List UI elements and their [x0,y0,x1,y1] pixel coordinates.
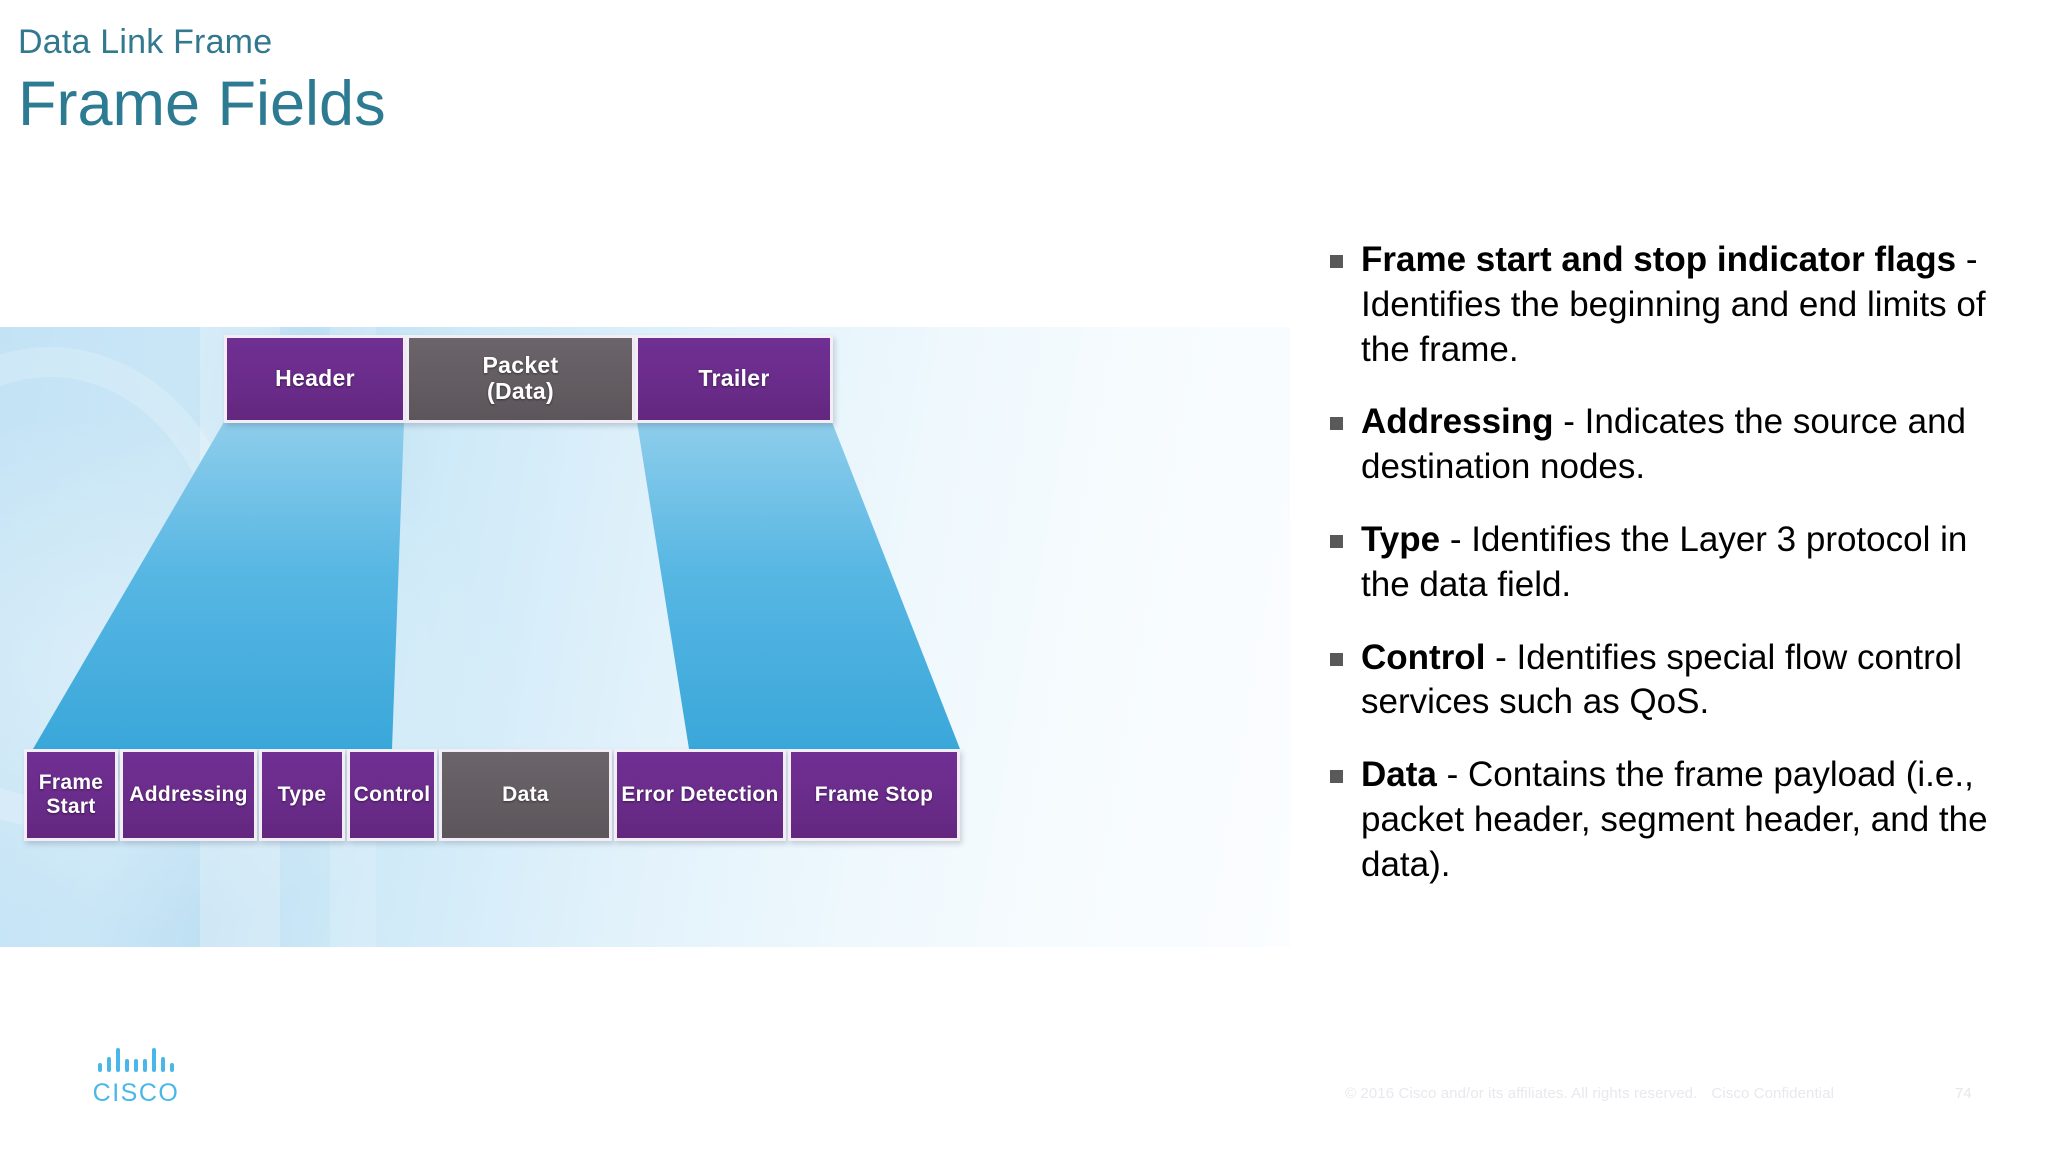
bottom-box-error-detection-label: Error Detection [621,783,779,807]
bullet-square-icon [1330,770,1343,784]
list-item-lead: Addressing [1361,402,1554,442]
list-item-rest: - Identifies the Layer 3 protocol in the… [1361,519,1968,604]
footer-copyright-text: © 2016 Cisco and/or its affiliates. All … [1345,1085,1698,1102]
bottom-box-control[interactable]: Control [347,749,437,841]
eyebrow-title: Data Link Frame [18,23,273,61]
bottom-box-addressing[interactable]: Addressing [120,749,257,841]
slide-header: Data Link Frame Frame Fields [18,23,1218,140]
list-item-text: Addressing - Indicates the source and de… [1361,400,2020,490]
connector-left [33,422,404,749]
bullet-square-icon [1330,534,1343,548]
list-item-lead: Data [1361,755,1437,795]
footer-confidential-text: Cisco Confidential [1711,1085,1835,1102]
top-box-trailer-label: Trailer [698,365,770,392]
bottom-box-frame-start[interactable]: Frame Start [24,749,118,841]
list-item: Type - Identifies the Layer 3 protocol i… [1330,518,2020,608]
cisco-wordmark: CISCO [92,1079,180,1107]
list-item-lead: Control [1361,637,1486,677]
list-item: Control - Identifies special flow contro… [1330,636,2020,726]
bottom-box-type-label: Type [277,783,327,807]
top-box-header[interactable]: Header [224,335,406,423]
bottom-box-data-label: Data [502,783,549,807]
bottom-box-control-label: Control [353,783,431,807]
top-box-trailer[interactable]: Trailer [635,335,833,423]
top-box-packet-data-label: Packet (Data) [482,352,559,405]
connector-right [637,422,960,749]
list-item-text: Type - Identifies the Layer 3 protocol i… [1361,518,2020,608]
page-title: Frame Fields [18,69,386,140]
bullet-square-icon [1330,652,1343,666]
frame-start-label-line1: Frame [38,771,104,795]
bottom-box-error-detection[interactable]: Error Detection [614,749,786,841]
bottom-box-frame-start-label: Frame Start [39,771,104,818]
list-item-lead: Frame start and stop indicator flags [1361,240,1957,279]
page-number: 74 [1955,1085,1972,1102]
list-item: Addressing - Indicates the source and de… [1330,400,2020,490]
frame-diagram-panel: Header Packet (Data) Trailer Frame Start [0,327,1290,947]
list-item-rest: - Contains the frame payload (i.e., pack… [1361,755,1988,884]
list-item-rest: - Indicates the source and destination n… [1361,402,1967,487]
list-item-rest: - Identifies the beginning and end limit… [1361,240,1986,369]
frame-start-label-line2: Start [46,795,96,818]
top-box-packet-data[interactable]: Packet (Data) [406,335,635,423]
packet-label-line2: (Data) [487,378,554,404]
list-item-text: Data - Contains the frame payload (i.e.,… [1361,753,2020,887]
bullet-square-icon [1330,417,1343,431]
list-item: Frame start and stop indicator flags - I… [1330,238,2020,372]
list-item-text: Frame start and stop indicator flags - I… [1361,238,2020,372]
cisco-logo: CISCO [88,1046,184,1108]
bottom-box-addressing-label: Addressing [129,783,248,807]
frame-fields-bullet-list: Frame start and stop indicator flags - I… [1330,238,2020,916]
top-box-header-label: Header [275,365,355,392]
bottom-box-frame-stop-label: Frame Stop [814,783,934,807]
list-item-lead: Type [1361,519,1441,559]
cisco-bars-icon [88,1046,184,1072]
list-item-rest: - Identifies special flow control servic… [1361,637,1963,722]
packet-label-line1: Packet [482,352,559,379]
footer-copyright: © 2016 Cisco and/or its affiliates. All … [1345,1085,1834,1102]
list-item-text: Control - Identifies special flow contro… [1361,636,2020,726]
list-item: Data - Contains the frame payload (i.e.,… [1330,753,2020,887]
bottom-box-data[interactable]: Data [439,749,612,841]
bullet-square-icon [1330,255,1343,268]
bottom-box-type[interactable]: Type [259,749,345,841]
bottom-box-frame-stop[interactable]: Frame Stop [788,749,960,841]
